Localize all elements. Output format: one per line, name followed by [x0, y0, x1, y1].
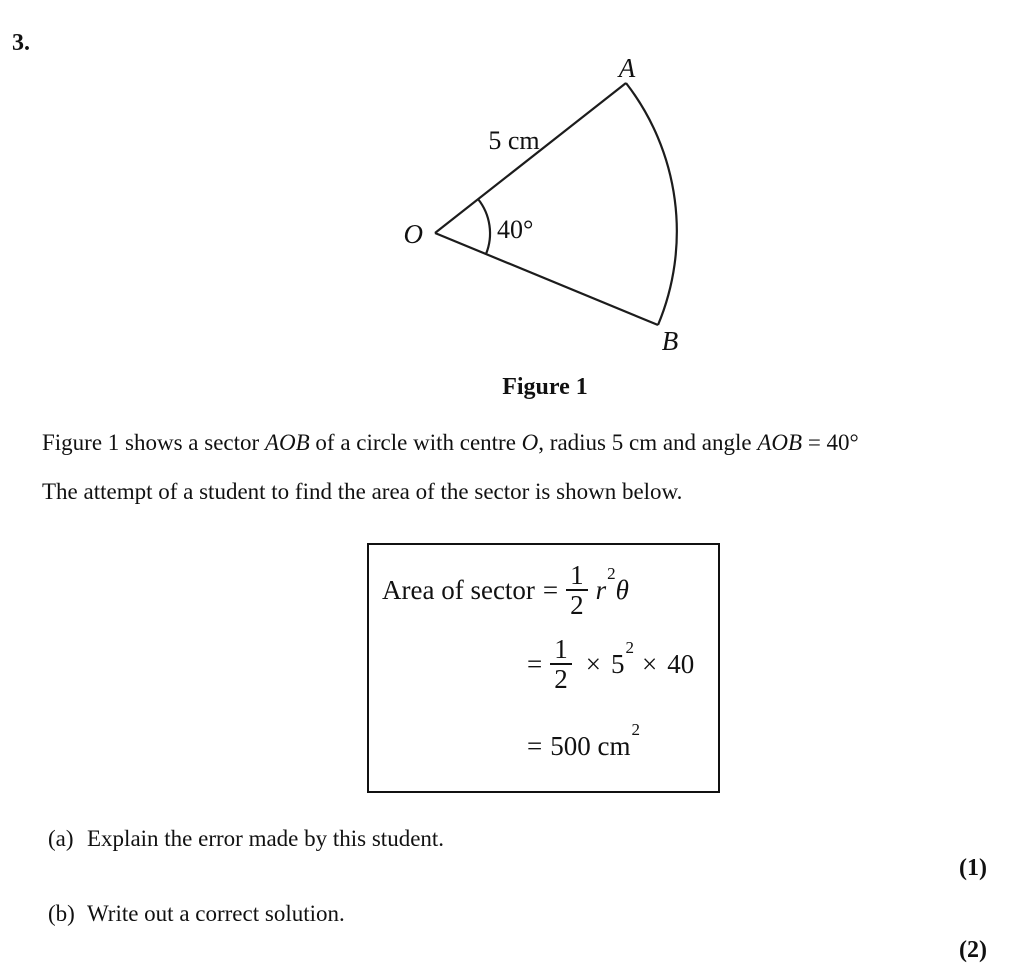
angle-value: 40: [667, 648, 695, 679]
solution-line-2: = 1 2 × 52 × 40: [527, 635, 694, 694]
exponent: 2: [607, 563, 616, 583]
solution-line-1: Area of sector = 1 2 r2θ: [382, 561, 629, 620]
part-b: (b) Write out a correct solution.: [48, 901, 345, 927]
angle-value-label: 40°: [497, 215, 533, 244]
intro-text: of a circle with centre: [309, 430, 522, 455]
point-o-label: O: [404, 219, 424, 249]
point-b-label: B: [662, 326, 679, 355]
theta-symbol: θ: [615, 574, 629, 605]
solution-line-3: = 500 cm2: [527, 720, 640, 762]
equals-sign: =: [527, 648, 543, 679]
part-a: (a) Explain the error made by this studen…: [48, 826, 444, 852]
half-fraction: 1 2: [550, 635, 572, 694]
equals-sign: =: [542, 574, 559, 605]
part-a-marks: (1): [959, 855, 987, 881]
equals-sign: =: [527, 731, 543, 761]
half-fraction: 1 2: [566, 561, 588, 620]
angle-name: AOB: [757, 430, 803, 455]
fraction-numerator: 1: [570, 560, 584, 590]
radius-oa-line: [434, 82, 627, 234]
times-sign: ×: [641, 648, 658, 679]
sector-arc: [625, 82, 678, 326]
fraction-denominator: 2: [566, 589, 588, 620]
exponent: 2: [625, 637, 634, 657]
radius-ob-line: [434, 231, 659, 327]
part-b-text: Write out a correct solution.: [87, 901, 345, 926]
centre-name: O: [521, 430, 539, 455]
question-number: 3.: [12, 30, 30, 56]
attempt-sentence: The attempt of a student to find the are…: [42, 479, 683, 504]
part-b-marks: (2): [959, 937, 987, 963]
fraction-denominator: 2: [550, 663, 572, 694]
intro-sentence: Figure 1 shows a sector AOB of a circle …: [42, 430, 859, 456]
intro-text: = 40°: [802, 430, 859, 455]
radius-length-label: 5 cm: [488, 126, 539, 155]
sector-diagram: A O B 5 cm 40°: [404, 53, 679, 355]
result-value: 500: [550, 731, 591, 761]
intro-text: Figure 1 shows a sector: [42, 430, 265, 455]
part-a-text: Explain the error made by this student.: [87, 826, 445, 851]
unit-cm-squared: cm2: [590, 720, 640, 761]
part-a-label: (a): [48, 826, 74, 851]
figure-caption: Figure 1: [502, 374, 588, 400]
fraction-numerator: 1: [554, 634, 568, 664]
student-solution-box: Area of sector = 1 2 r2θ = 1 2 × 52 × 40…: [367, 543, 720, 793]
intro-text: , radius 5 cm and angle: [538, 430, 758, 455]
part-b-label: (b): [48, 901, 75, 926]
angle-arc: [477, 198, 492, 255]
five-squared: 52: [610, 637, 634, 679]
times-sign: ×: [585, 648, 601, 679]
sector-name: AOB: [264, 430, 310, 455]
r-squared-theta: r2θ: [595, 563, 629, 605]
point-a-label: A: [617, 53, 636, 83]
exponent: 2: [631, 720, 640, 739]
area-of-sector-label: Area of sector: [382, 574, 535, 605]
